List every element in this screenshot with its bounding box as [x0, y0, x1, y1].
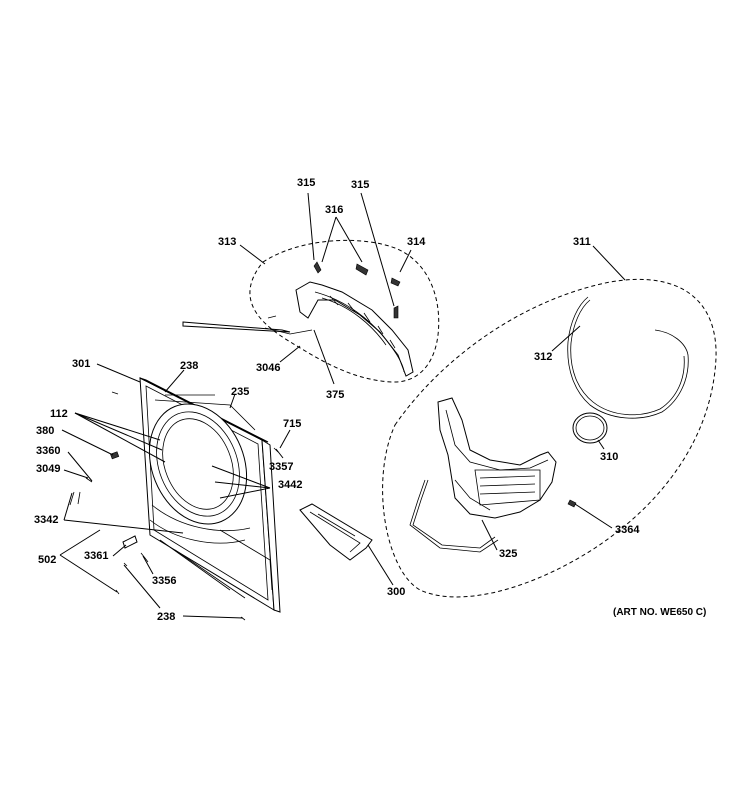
callout-3049: 3049 — [36, 463, 60, 475]
duct-bracket-assembly — [182, 261, 414, 377]
callout-3364: 3364 — [615, 524, 640, 536]
callout-labels: 315 315 316 313 314 311 312 310 3046 375… — [34, 177, 706, 623]
callout-3356: 3356 — [152, 575, 176, 587]
art-number: (ART NO. WE650 C) — [613, 607, 706, 618]
leader-lines — [59, 192, 626, 619]
callout-715: 715 — [283, 418, 301, 430]
callout-375: 375 — [326, 389, 344, 401]
callout-3046: 3046 — [256, 362, 280, 374]
callout-112: 112 — [50, 408, 68, 420]
lint-duct-300 — [299, 503, 373, 561]
callout-502: 502 — [38, 554, 56, 566]
callout-312: 312 — [534, 351, 552, 363]
callout-235: 235 — [231, 386, 249, 398]
callout-315: 315 — [351, 179, 369, 191]
callout-3361: 3361 — [84, 550, 108, 562]
group-outline-313 — [249, 239, 440, 383]
callout-238: 238 — [157, 611, 175, 623]
callout-314: 314 — [407, 236, 426, 248]
callout-301: 301 — [72, 358, 90, 370]
front-panel-assembly — [139, 377, 281, 613]
callout-3360: 3360 — [36, 445, 60, 457]
callout-3357: 3357 — [269, 461, 293, 473]
callout-311: 311 — [573, 236, 591, 248]
callout-380: 380 — [36, 425, 54, 437]
callout-316: 316 — [325, 204, 343, 216]
callout-315: 315 — [297, 177, 315, 189]
callout-3342: 3342 — [34, 514, 58, 526]
callout-310: 310 — [600, 451, 618, 463]
callout-3442: 3442 — [278, 479, 302, 491]
group-outline-311 — [382, 278, 717, 598]
callout-325: 325 — [499, 548, 517, 560]
callout-313: 313 — [218, 236, 236, 248]
rear-duct-assembly — [409, 296, 689, 553]
callout-238: 238 — [180, 360, 198, 372]
callout-300: 300 — [387, 586, 405, 598]
